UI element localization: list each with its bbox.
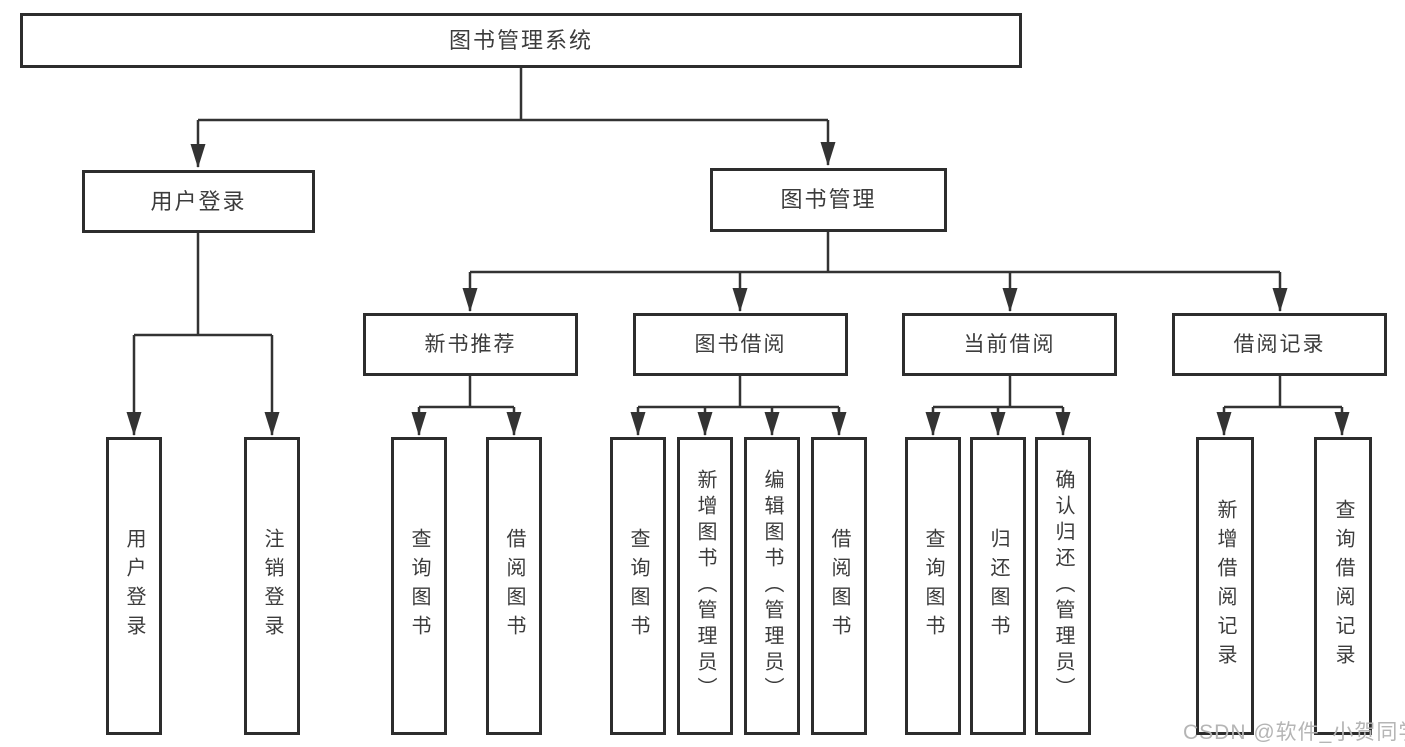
node-label: 用户登录 (150, 188, 247, 214)
node-label: 查询图书 (627, 528, 649, 644)
node-label: 新增图书（管理员） (694, 469, 716, 703)
leaf-borrow-book: 借阅图书 (811, 437, 867, 735)
node-label: 图书管理系统 (448, 27, 593, 53)
node-new-book-recommend: 新书推荐 (363, 313, 578, 376)
leaf-add-book-admin: 新增图书（管理员） (677, 437, 733, 735)
node-label: 新书推荐 (424, 333, 517, 356)
node-user-login: 用户登录 (82, 170, 315, 233)
node-label: 借阅记录 (1233, 333, 1326, 356)
leaf-query-borrow-record: 查询借阅记录 (1314, 437, 1372, 735)
leaf-edit-book-admin: 编辑图书（管理员） (744, 437, 800, 735)
leaf-add-borrow-record: 新增借阅记录 (1196, 437, 1254, 735)
node-label: 用户登录 (123, 528, 145, 644)
csdn-watermark: CSDN @软件_小贺同学 (1183, 721, 1405, 744)
leaf-logout: 注销登录 (244, 437, 300, 735)
node-label: 查询借阅记录 (1332, 499, 1354, 673)
node-label: 借阅图书 (503, 528, 525, 644)
node-borrow-records: 借阅记录 (1172, 313, 1387, 376)
leaf-query-book-current: 查询图书 (905, 437, 961, 735)
node-current-borrow: 当前借阅 (902, 313, 1117, 376)
node-label: 借阅图书 (828, 528, 850, 644)
leaf-query-book-recommend: 查询图书 (391, 437, 447, 735)
leaf-return-book: 归还图书 (970, 437, 1026, 735)
node-label: 归还图书 (987, 528, 1009, 644)
leaf-confirm-return-admin: 确认归还（管理员） (1035, 437, 1091, 735)
node-book-borrow: 图书借阅 (633, 313, 848, 376)
node-library-management-system: 图书管理系统 (20, 13, 1022, 68)
leaf-query-book-borrow: 查询图书 (610, 437, 666, 735)
node-book-management: 图书管理 (710, 168, 947, 232)
leaf-user-login: 用户登录 (106, 437, 162, 735)
node-label: 注销登录 (261, 528, 283, 644)
leaf-borrow-book-recommend: 借阅图书 (486, 437, 542, 735)
node-label: 图书管理 (780, 187, 877, 212)
node-label: 查询图书 (922, 528, 944, 644)
node-label: 图书借阅 (694, 333, 787, 356)
node-label: 查询图书 (408, 528, 430, 644)
node-label: 编辑图书（管理员） (761, 469, 783, 703)
node-label: 新增借阅记录 (1214, 499, 1236, 673)
node-label: 当前借阅 (963, 333, 1056, 356)
node-label: 确认归还（管理员） (1052, 469, 1074, 703)
